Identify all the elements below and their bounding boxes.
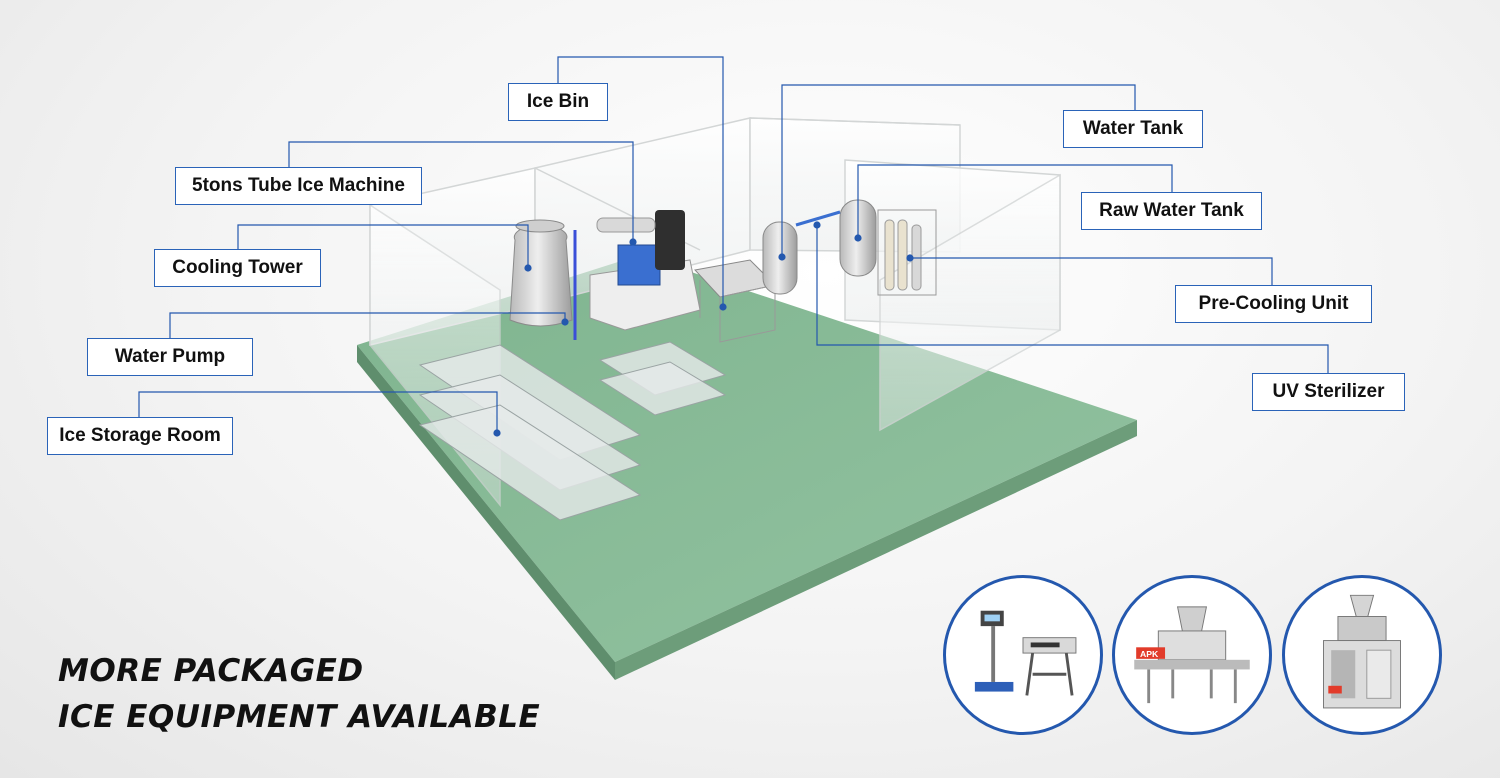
scale-and-sealer-icon: [974, 610, 1077, 696]
label-ice-storage-room: Ice Storage Room: [47, 417, 233, 455]
headline-line-2: ICE EQUIPMENT AVAILABLE: [58, 699, 541, 735]
thumbnail-scale-sealer: [943, 575, 1103, 735]
label-water-tank: Water Tank: [1063, 110, 1203, 148]
thumbnail-vertical-packing-machine: [1282, 575, 1442, 735]
vertical-packing-machine-icon: [1323, 594, 1401, 709]
label-ice-bin: Ice Bin: [508, 83, 608, 121]
leader-lines: [138, 56, 1329, 437]
ice-bin-icon: [694, 259, 777, 343]
cooling-tower-icon: [509, 219, 573, 327]
label-uv-sterilizer: UV Sterilizer: [1252, 373, 1405, 411]
bagging-machine-icon: APK: [1134, 606, 1250, 704]
label-tube-ice-machine: 5tons Tube Ice Machine: [175, 167, 422, 205]
headline-line-1: MORE PACKAGED: [58, 653, 364, 689]
headline: MORE PACKAGED ICE EQUIPMENT AVAILABLE: [58, 648, 540, 740]
pre-cooling-unit-icon: [795, 209, 937, 296]
label-pre-cooling-unit: Pre-Cooling Unit: [1175, 285, 1372, 323]
thumbnail-bagging-machine: APK: [1112, 575, 1272, 735]
tube-ice-machine-icon: [573, 210, 701, 340]
label-water-pump: Water Pump: [87, 338, 253, 376]
ice-storage-pallets: [418, 341, 727, 521]
label-cooling-tower: Cooling Tower: [154, 249, 321, 287]
bagging-machine-brand: APK: [1140, 649, 1159, 659]
label-raw-water-tank: Raw Water Tank: [1081, 192, 1262, 230]
